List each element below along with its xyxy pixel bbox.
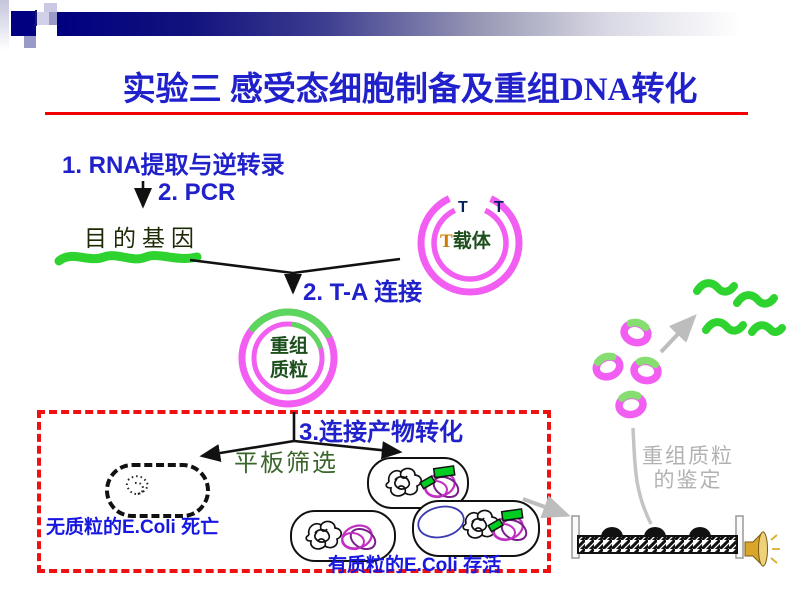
left-gradient-strip xyxy=(0,0,9,50)
colony xyxy=(689,527,711,537)
header-gradient-bar xyxy=(57,12,793,36)
with-plasmid-caption: 有质粒的E.Coli 存活 xyxy=(328,555,502,576)
t-vector-label-name: 载体 xyxy=(452,231,491,252)
identification-label-line2: 的鉴定 xyxy=(653,468,723,492)
arrow-plasmids-to-inserts xyxy=(659,314,697,354)
recombinant-plasmid-label-line2: 质粒 xyxy=(269,360,308,381)
plasmid-cluster xyxy=(593,320,660,416)
slide-title: 实验三 感受态细胞制备及重组DNA转化 xyxy=(122,72,698,108)
title-underline xyxy=(45,112,748,115)
colony xyxy=(644,527,666,537)
plate-screening-label: 平板筛选 xyxy=(234,451,338,477)
colony xyxy=(601,527,623,537)
recombinant-plasmid-label-line1: 重组 xyxy=(269,336,308,357)
t-overhang-label-left: T xyxy=(458,199,468,216)
t-overhang-label-right: T xyxy=(494,199,504,216)
no-plasmid-caption: 无质粒的E.Coli 死亡 xyxy=(46,517,220,538)
insert-squiggles xyxy=(693,279,786,336)
recombinant-plasmid-label: 重组 质粒 xyxy=(260,335,318,383)
target-gene-label: 目的基因 xyxy=(84,226,200,251)
identification-label-line1: 重组质粒 xyxy=(642,444,734,468)
step1-label: 1. RNA提取与逆转录 xyxy=(62,152,285,179)
decor-square-medium-1 xyxy=(49,12,60,25)
step3-label: 3.连接产物转化 xyxy=(299,419,464,446)
ta-ligation-label: 2. T-A 连接 xyxy=(303,279,423,306)
decor-square-medium-2 xyxy=(24,36,36,48)
dead-cell-outline xyxy=(105,463,210,518)
decor-square-navy xyxy=(11,11,36,36)
t-vector-label: T载体 xyxy=(440,226,491,253)
agar-plate xyxy=(571,515,744,559)
decor-tick xyxy=(35,10,37,26)
target-gene-squiggle xyxy=(54,251,202,266)
step2-pcr-label: 2. PCR xyxy=(158,179,236,206)
t-vector-label-prefix: T xyxy=(440,231,453,252)
identification-label: 重组质粒 的鉴定 xyxy=(622,444,754,492)
decor-square-light-2 xyxy=(37,12,49,25)
speaker-icon[interactable] xyxy=(744,530,780,568)
